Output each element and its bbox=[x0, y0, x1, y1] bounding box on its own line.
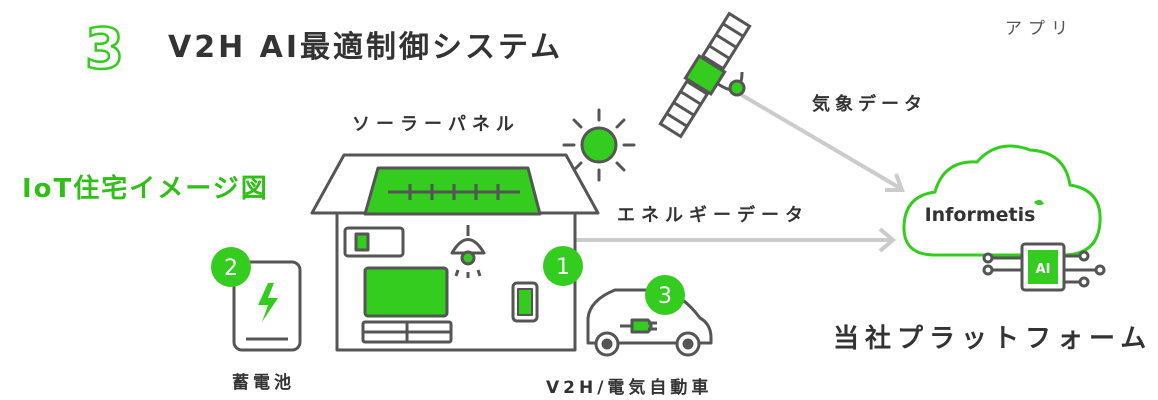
house-illustration bbox=[310, 153, 600, 352]
svg-text:2: 2 bbox=[224, 256, 238, 281]
cloud-platform-icon: Informetis bbox=[902, 144, 1102, 257]
step-number-glyph: 3 bbox=[85, 17, 124, 82]
platform-label: 当社プラットフォーム bbox=[833, 324, 1153, 354]
solar-panel-label: ソーラーパネル bbox=[352, 114, 520, 135]
page-title: V2H AI最適制御システム bbox=[168, 30, 564, 65]
step-number-icon: 3 bbox=[84, 16, 125, 84]
svg-text:3: 3 bbox=[658, 284, 672, 309]
marker-2: 2 bbox=[211, 247, 251, 287]
sun-icon bbox=[562, 108, 636, 182]
smart-meter-icon bbox=[343, 226, 405, 258]
svg-text:1: 1 bbox=[556, 255, 570, 280]
marker-3: 3 bbox=[645, 275, 685, 315]
informetis-logo: Informetis bbox=[925, 204, 1036, 226]
weather-data-arrow bbox=[738, 92, 905, 192]
battery-icon bbox=[232, 260, 302, 352]
iot-home-caption: IoT住宅イメージ図 bbox=[22, 174, 269, 204]
weather-data-label: 気象データ bbox=[812, 94, 927, 115]
energy-data-label: エネルギーデータ bbox=[617, 205, 809, 226]
battery-label: 蓄電池 bbox=[232, 373, 295, 393]
tv-stand-icon bbox=[361, 320, 453, 344]
solar-panel-icon bbox=[363, 166, 542, 216]
ceiling-light-icon bbox=[450, 225, 486, 278]
svg-text:AI: AI bbox=[1036, 262, 1051, 277]
phone-icon bbox=[511, 281, 539, 323]
ev-label: V2H/電気自動車 bbox=[546, 378, 713, 398]
ai-chip-icon: AI bbox=[982, 242, 1106, 292]
marker-1: 1 bbox=[543, 246, 583, 286]
app-label: アプリ bbox=[1005, 19, 1074, 39]
satellite-icon bbox=[658, 11, 752, 139]
tv-icon bbox=[363, 266, 449, 318]
